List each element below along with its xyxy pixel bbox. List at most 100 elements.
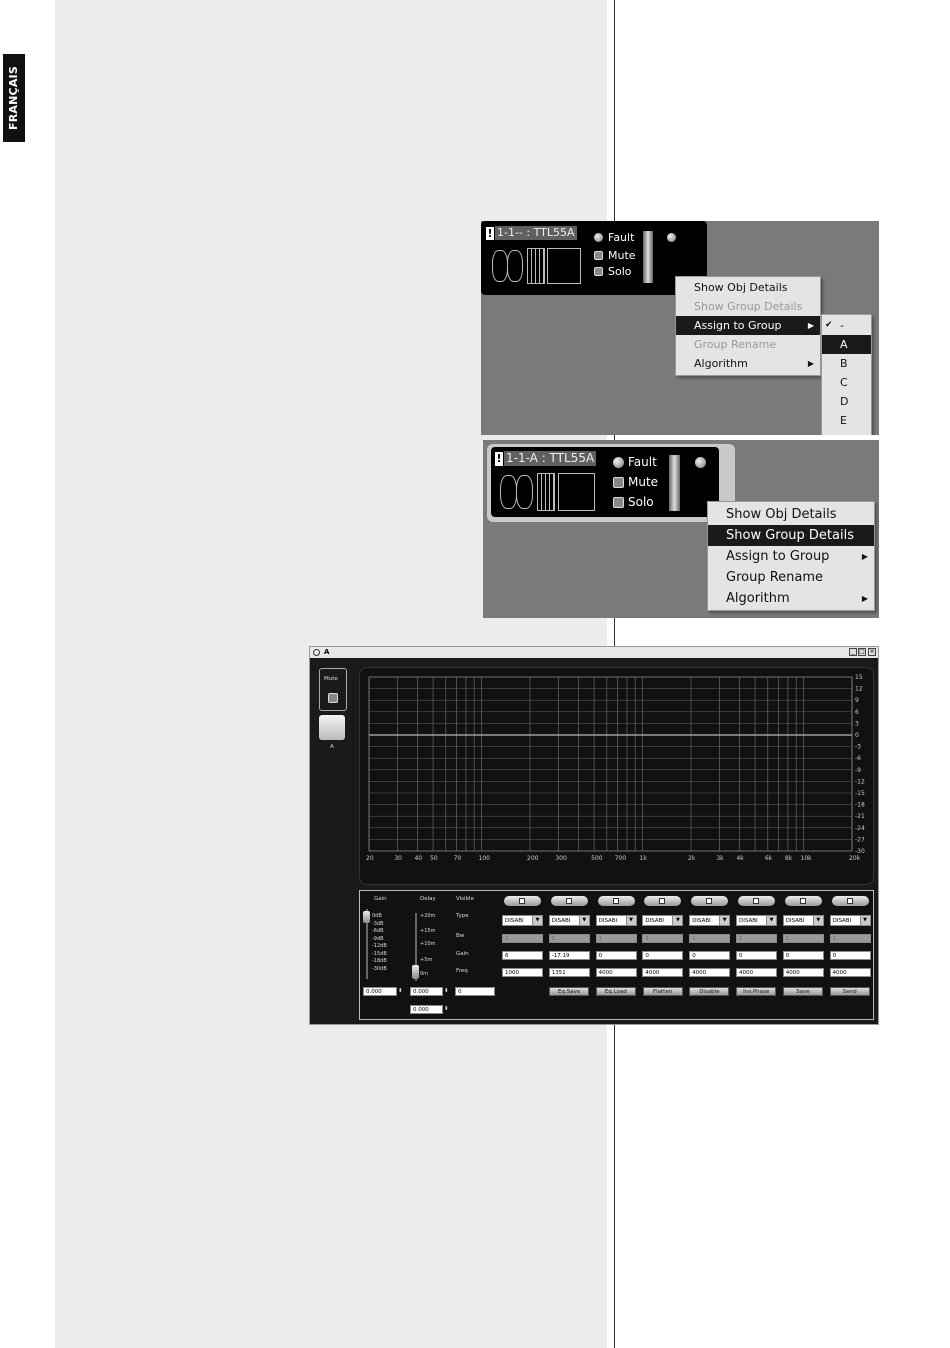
maximize-button[interactable]: □	[858, 648, 866, 656]
filter-type-select[interactable]: DISABI▼	[595, 915, 637, 926]
chevron-down-icon: ▼	[812, 916, 823, 925]
status-led	[667, 233, 676, 242]
delay-spin-icon-2[interactable]: ⬍	[444, 1006, 449, 1012]
delay-fader-knob[interactable]	[412, 965, 419, 979]
close-button[interactable]: ×	[868, 648, 876, 656]
filter-type-select[interactable]: DISABI▼	[782, 915, 824, 926]
menu-item[interactable]: Assign to Group▶	[676, 316, 820, 335]
freq-field[interactable]: 1000	[502, 968, 543, 977]
menu-item-label: Group Rename	[726, 570, 824, 585]
group-option[interactable]: D	[822, 392, 871, 411]
gain-spin-icon[interactable]: ⬍	[398, 988, 403, 994]
mute-label: Mute	[628, 475, 659, 489]
visible-toggle[interactable]	[738, 896, 775, 906]
save-button[interactable]: Save	[783, 987, 823, 996]
speaker-object[interactable]: ! 1-1-- : TTL55A Fault Mute Solo	[481, 221, 707, 295]
solo-button[interactable]	[594, 267, 603, 276]
chevron-down-icon: ▼	[672, 916, 683, 925]
speaker-icon	[492, 250, 508, 282]
menu-item[interactable]: Algorithm▶	[676, 354, 820, 373]
menu-item[interactable]: Group Rename	[708, 567, 874, 588]
group-option-label: D	[840, 395, 849, 408]
menu-item[interactable]: Show Obj Details	[708, 504, 874, 525]
x-tick-label: 70	[454, 855, 462, 862]
gain-field[interactable]: 0	[782, 951, 824, 960]
gain-fader-knob[interactable]	[363, 911, 370, 923]
filter-type-select[interactable]: DISABI▼	[548, 915, 590, 926]
gain-value-field[interactable]: 0.000	[363, 987, 397, 996]
group-option-label: C	[840, 376, 848, 389]
visible-toggle[interactable]	[784, 896, 822, 906]
language-tab: FRANÇAIS	[3, 54, 25, 142]
freq-field[interactable]: 4000	[689, 968, 731, 977]
filter-type-value: DISABI	[551, 918, 571, 924]
menu-item[interactable]: Show Obj Details	[676, 278, 820, 297]
delay-spin-icon[interactable]: ⬍	[444, 988, 449, 994]
group-option[interactable]: E	[822, 411, 871, 430]
visible-toggle[interactable]	[831, 896, 869, 906]
gain-field[interactable]: 6	[502, 951, 543, 960]
mute-button[interactable]	[613, 477, 624, 488]
menu-item-label: Show Group Details	[694, 300, 803, 313]
menu-item-label: Assign to Group	[726, 549, 830, 564]
visible-toggle[interactable]	[644, 896, 682, 906]
gain-field[interactable]: 0	[595, 951, 637, 960]
freq-field[interactable]: 4000	[782, 968, 824, 977]
mute-button[interactable]	[594, 251, 603, 260]
filter-type-value: DISABI	[645, 918, 664, 924]
solo-button[interactable]	[613, 497, 624, 508]
filter-type-value: DISABI	[692, 918, 711, 924]
gain-field[interactable]: -17.19	[548, 951, 590, 960]
inv-phase-button[interactable]: Inv.Phase	[736, 987, 777, 996]
group-option[interactable]: B	[822, 354, 871, 373]
minimize-button[interactable]: _	[849, 648, 857, 656]
freq-field[interactable]: 1351	[548, 968, 590, 977]
menu-item[interactable]: Assign to Group▶	[708, 546, 874, 567]
eq-load-button[interactable]: Eq.Load	[595, 987, 636, 996]
eq-save-button[interactable]: Eq.Save	[549, 987, 589, 996]
menu-item[interactable]: Algorithm▶	[708, 588, 874, 609]
filter-type-select[interactable]: DISABI▼	[736, 915, 777, 926]
menu-item[interactable]: Group Rename	[676, 335, 820, 354]
freq-field[interactable]: 4000	[829, 968, 871, 977]
mute-button[interactable]	[328, 693, 338, 703]
filter-type-select[interactable]: DISABI▼	[502, 915, 543, 926]
delay-value-field[interactable]: 0.000	[410, 987, 443, 996]
speaker-object[interactable]: ! 1-1-A : TTL55A Fault Mute Solo	[487, 444, 735, 522]
checkbox-icon	[659, 898, 666, 904]
menu-item-label: Show Obj Details	[694, 281, 788, 294]
freq-field[interactable]: 4000	[642, 968, 684, 977]
checkbox-icon	[753, 898, 759, 904]
x-tick-label: 200	[527, 855, 539, 862]
group-option[interactable]: A	[822, 335, 871, 354]
send-button[interactable]: Send	[829, 987, 870, 996]
visible-toggle[interactable]	[691, 896, 729, 906]
group-button[interactable]	[319, 715, 345, 740]
disable-button[interactable]: Disable	[689, 987, 730, 996]
visible-value-field[interactable]: 0	[455, 987, 495, 996]
delay-value-field-2[interactable]: 0.000	[410, 1005, 443, 1014]
gain-field[interactable]: 0	[689, 951, 731, 960]
visible-toggle[interactable]	[597, 896, 635, 906]
x-tick-label: 40	[414, 855, 422, 862]
group-option[interactable]: F	[822, 430, 871, 435]
group-option[interactable]: C	[822, 373, 871, 392]
freq-field[interactable]: 4000	[595, 968, 637, 977]
gain-field[interactable]: 0	[829, 951, 871, 960]
filter-type-select[interactable]: DISABI ▼	[642, 915, 684, 926]
eq-controls: Gain Delay Visible 0dB-3dB-6dB-9dB-12dB-…	[359, 890, 874, 1020]
visible-toggle[interactable]	[504, 896, 541, 906]
gain-field[interactable]: 0	[736, 951, 777, 960]
flatten-button[interactable]: Flatten	[642, 987, 683, 996]
visible-toggle[interactable]	[550, 896, 588, 906]
filter-type-select[interactable]: DISABI▼	[829, 915, 871, 926]
menu-item[interactable]: Show Group Details	[708, 525, 874, 546]
bw-field: 1	[689, 934, 731, 943]
menu-item[interactable]: Show Group Details	[676, 297, 820, 316]
freq-field[interactable]: 4000	[736, 968, 777, 977]
group-option[interactable]: ✔-	[822, 316, 871, 335]
gain-field[interactable]: 0	[642, 951, 684, 960]
filter-type-select[interactable]: DISABI▼	[689, 915, 731, 926]
bw-label: Bw	[456, 933, 465, 939]
